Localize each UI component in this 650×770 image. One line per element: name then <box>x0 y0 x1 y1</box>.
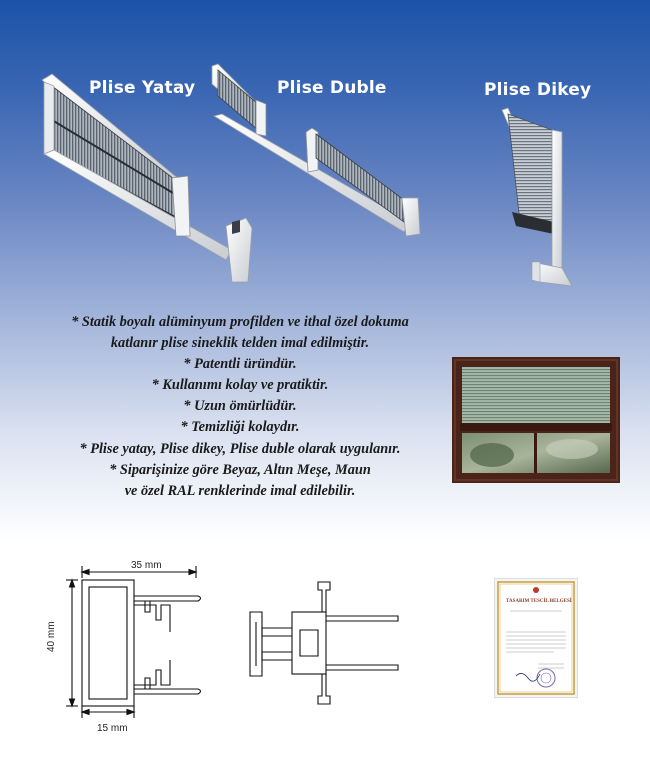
feature-line: ve özel RAL renklerinde imal edilebilir. <box>124 482 356 499</box>
feature-line: * Statik boyalı alüminyum profilden ve i… <box>71 314 409 330</box>
product-title-plise-duble: Plise Duble <box>277 78 387 98</box>
dimension-height-left: 40 mm <box>46 621 57 652</box>
feature-line: * Uzun ömürlüdür. <box>183 398 297 415</box>
product-title-plise-dikey: Plise Dikey <box>484 80 592 100</box>
feature-line: * Plise yatay, Plise dikey, Plise duble … <box>79 440 401 457</box>
feature-line: * Temizliği kolaydır. <box>180 419 300 436</box>
feature-line: * Kullanımı kolay ve pratiktir. <box>151 377 329 394</box>
profile-section-35x40 <box>66 566 202 718</box>
dimension-width-top: 35 mm <box>131 560 162 571</box>
plise-dikey-illustration <box>501 107 573 287</box>
window-photo <box>452 357 620 483</box>
dimension-width-bottom: 15 mm <box>97 723 128 734</box>
feature-line: * Siparişinize göre Beyaz, Altın Meşe, M… <box>109 461 371 478</box>
feature-list: * Statik boyalı alüminyum profilden ve i… <box>20 312 460 502</box>
design-registration-certificate <box>494 578 578 698</box>
product-illustrations <box>41 63 573 287</box>
product-title-plise-yatay: Plise Yatay <box>89 78 196 98</box>
profile-section-duble <box>249 581 399 705</box>
signature-icon <box>515 673 541 682</box>
plise-yatay-illustration <box>41 73 253 283</box>
feature-line: * Patentli üründür. <box>183 356 297 373</box>
certificate-title: TASARIM TESCİL BELGESİ <box>506 599 572 604</box>
feature-line: katlanır plise sineklik telden imal edil… <box>110 335 370 352</box>
plise-duble-illustration <box>211 63 421 237</box>
stamp-icon <box>536 668 556 688</box>
emblem-icon <box>533 587 539 593</box>
